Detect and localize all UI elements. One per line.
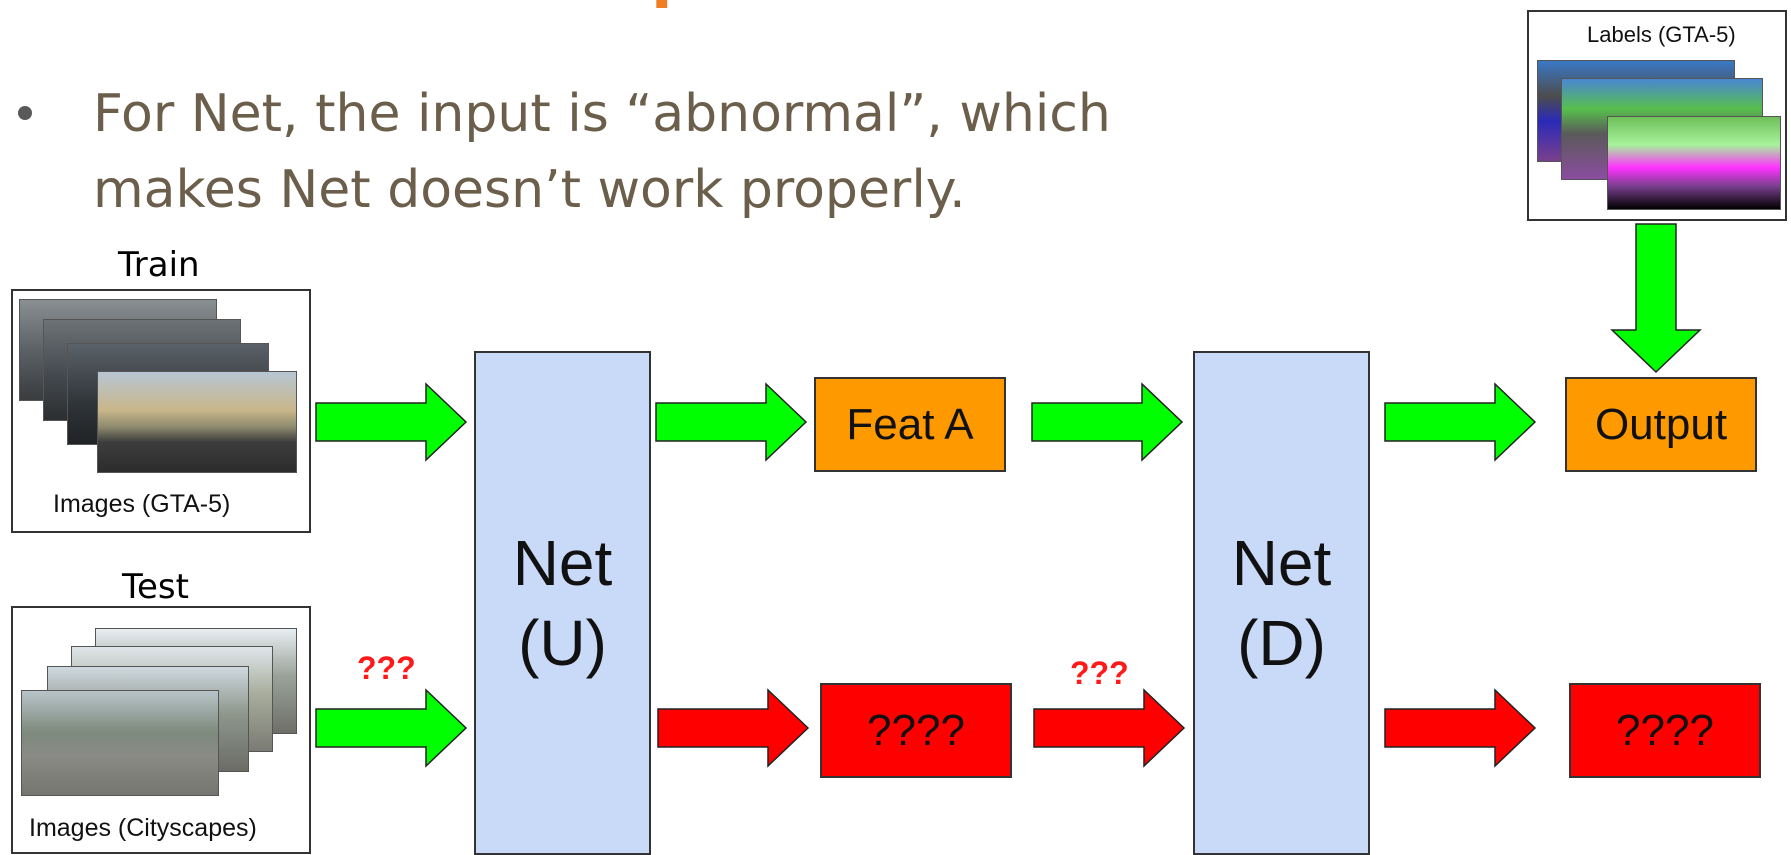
unknown-output-box: ???? (1569, 683, 1761, 778)
bullet-dot-icon (18, 106, 32, 120)
arrow-train-to-net-u (315, 382, 468, 462)
arrow-unknown-to-net-d (1033, 688, 1186, 768)
question-mark-feature: ??? (1070, 655, 1129, 691)
unknown-feature-box: ???? (820, 683, 1012, 778)
arrow-test-to-net-u (315, 688, 468, 768)
train-caption: Train (118, 245, 200, 285)
net-u-line1: Net (512, 527, 613, 599)
net-d-block: Net (D) (1193, 351, 1370, 855)
train-images-label: Images (GTA-5) (53, 490, 231, 518)
net-u-line2: (U) (518, 607, 607, 679)
bullet-text: For Net, the input is “abnormal”, which … (93, 84, 1111, 220)
label-map-front (1607, 116, 1781, 210)
test-images-frame: Images (Cityscapes) (11, 606, 311, 854)
feat-a-box: Feat A (814, 377, 1006, 472)
arrow-feat-a-to-net-d (1031, 382, 1184, 462)
slide-title: Issue: Domain Adaptation (0, 0, 905, 8)
arrow-labels-to-output (1610, 223, 1702, 374)
net-d-line1: Net (1231, 527, 1332, 599)
labels-label: Labels (GTA-5) (1587, 22, 1736, 47)
question-mark-test-input: ??? (357, 650, 416, 686)
labels-frame: Labels (GTA-5) (1527, 10, 1787, 221)
arrow-net-u-to-feat-a (655, 382, 808, 462)
arrow-net-d-to-unknown-output (1384, 688, 1537, 768)
train-images-frame: Images (GTA-5) (11, 289, 311, 533)
test-caption: Test (122, 567, 189, 607)
gta-image-front (97, 371, 297, 473)
output-box: Output (1565, 377, 1757, 472)
net-d-line2: (D) (1237, 607, 1326, 679)
arrow-net-d-to-output (1384, 382, 1537, 462)
net-u-block: Net (U) (474, 351, 651, 855)
test-images-label: Images (Cityscapes) (29, 814, 257, 842)
arrow-net-u-to-unknown (657, 688, 810, 768)
cityscapes-image-front (21, 690, 219, 796)
